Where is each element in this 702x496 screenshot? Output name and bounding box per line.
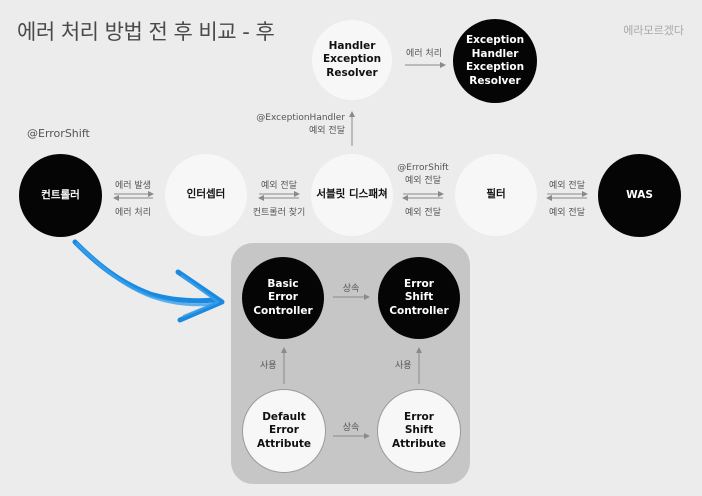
handler-exception-resolver-node: Handler Exception Resolver <box>312 20 392 100</box>
controller-node: 컨트롤러 <box>19 154 102 237</box>
error-shift-controller-label: Error Shift Controller <box>389 277 449 317</box>
label-int-srv-bottom: 컨트롤러 찾기 <box>252 208 306 218</box>
label-srv-flt-top-2: 예외 전달 <box>405 176 441 186</box>
label-int-srv-top: 예외 전달 <box>261 181 297 191</box>
was-label: WAS <box>626 188 653 201</box>
controller-label: 컨트롤러 <box>41 188 80 201</box>
label-use-right: 사용 <box>395 361 412 371</box>
label-inherit-top: 상속 <box>342 284 360 294</box>
label-use-left: 사용 <box>260 361 277 371</box>
error-shift-controller-node: Error Shift Controller <box>378 257 460 339</box>
servlet-dispatcher-node: 서블릿 디스패쳐 <box>311 154 393 236</box>
author-watermark: 에라모르겠다 <box>623 24 684 37</box>
basic-error-controller-node: Basic Error Controller <box>242 257 324 339</box>
label-ctrl-int-bottom: 에러 처리 <box>115 208 151 218</box>
label-ctrl-int-top: 에러 발생 <box>115 181 151 191</box>
label-inherit-bottom: 상속 <box>342 423 360 433</box>
label-srv-handler-1: @ExceptionHandler <box>256 113 345 123</box>
default-error-attribute-label: Default Error Attribute <box>256 410 312 450</box>
handler-exception-resolver-label: Handler Exception Resolver <box>322 39 382 79</box>
label-handler-exc: 에러 처리 <box>406 49 442 59</box>
blue-pointer-arrow <box>72 239 225 323</box>
error-shift-annotation: @ErrorShift <box>27 127 90 140</box>
basic-error-controller-label: Basic Error Controller <box>253 277 313 317</box>
filter-label: 필터 <box>486 188 506 201</box>
filter-node: 필터 <box>455 154 537 236</box>
interceptor-node: 인터셉터 <box>165 154 247 236</box>
exception-handler-exception-resolver-label: Exception Handler Exception Resolver <box>465 34 525 87</box>
default-error-attribute-node: Default Error Attribute <box>242 389 326 473</box>
diagram-title: 에러 처리 방법 전 후 비교 - 후 <box>17 20 275 44</box>
label-srv-flt-bottom: 예외 전달 <box>405 208 441 218</box>
label-flt-was-bottom: 예외 전달 <box>549 208 585 218</box>
exception-handler-exception-resolver-node: Exception Handler Exception Resolver <box>453 19 537 103</box>
error-shift-attribute-label: Error Shift Attribute <box>391 410 447 450</box>
servlet-dispatcher-label: 서블릿 디스패쳐 <box>316 188 388 201</box>
error-shift-attribute-node: Error Shift Attribute <box>377 389 461 473</box>
label-flt-was-top: 예외 전달 <box>549 181 585 191</box>
label-srv-flt-top-1: @ErrorShift <box>397 163 449 173</box>
label-srv-handler-2: 예외 전달 <box>309 126 345 136</box>
interceptor-label: 인터셉터 <box>186 188 226 201</box>
was-node: WAS <box>598 154 681 237</box>
